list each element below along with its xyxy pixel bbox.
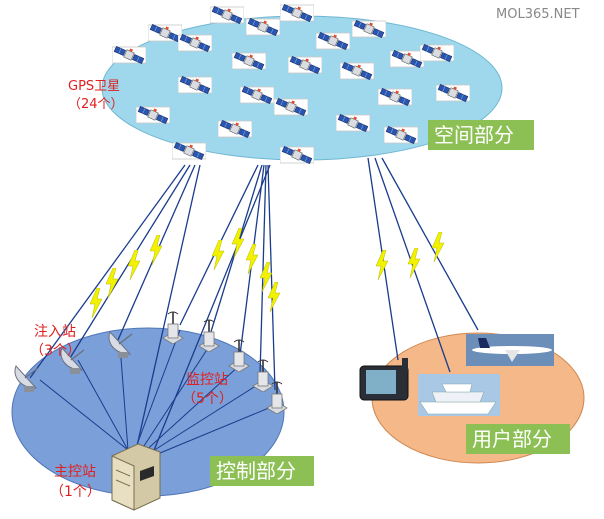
control-segment-label-box (210, 456, 314, 486)
master-count: （1个） (50, 484, 101, 500)
user-segment-label-box (466, 424, 570, 454)
satellite-icon (210, 4, 244, 26)
satellite-icon (148, 22, 182, 44)
injection-label: 注入站 (34, 324, 76, 340)
master-station-server (111, 443, 161, 511)
lightning-icon (212, 240, 224, 270)
lightning-icon (408, 248, 420, 278)
monitor-label: 监控站 (186, 372, 228, 388)
ship-icon (418, 374, 500, 416)
satellite-count: （24个） (68, 97, 124, 112)
watermark-text: MOL365.NET (496, 7, 580, 22)
satellite-icon (280, 2, 314, 24)
lightning-icon (260, 262, 272, 292)
space-segment-label-box (428, 120, 534, 150)
lightning-icon (268, 282, 280, 312)
lightning-icon (150, 235, 162, 265)
gps-receiver-icon (359, 358, 409, 401)
injection-count: （3个） (30, 343, 81, 359)
user-segment-label: 用户部分 (472, 427, 552, 451)
monitor-count: （5个） (182, 391, 233, 407)
lightning-icon (246, 244, 258, 274)
master-label: 主控站 (54, 464, 96, 480)
master-fan-lines (39, 329, 277, 459)
space-segment-label: 空间部分 (434, 123, 514, 147)
satellite-label: GPS卫星 (68, 79, 120, 94)
lightning-icon (376, 250, 388, 280)
airplane-icon (466, 334, 554, 366)
control-segment-label: 控制部分 (216, 459, 296, 483)
lightning-icon (128, 250, 140, 280)
